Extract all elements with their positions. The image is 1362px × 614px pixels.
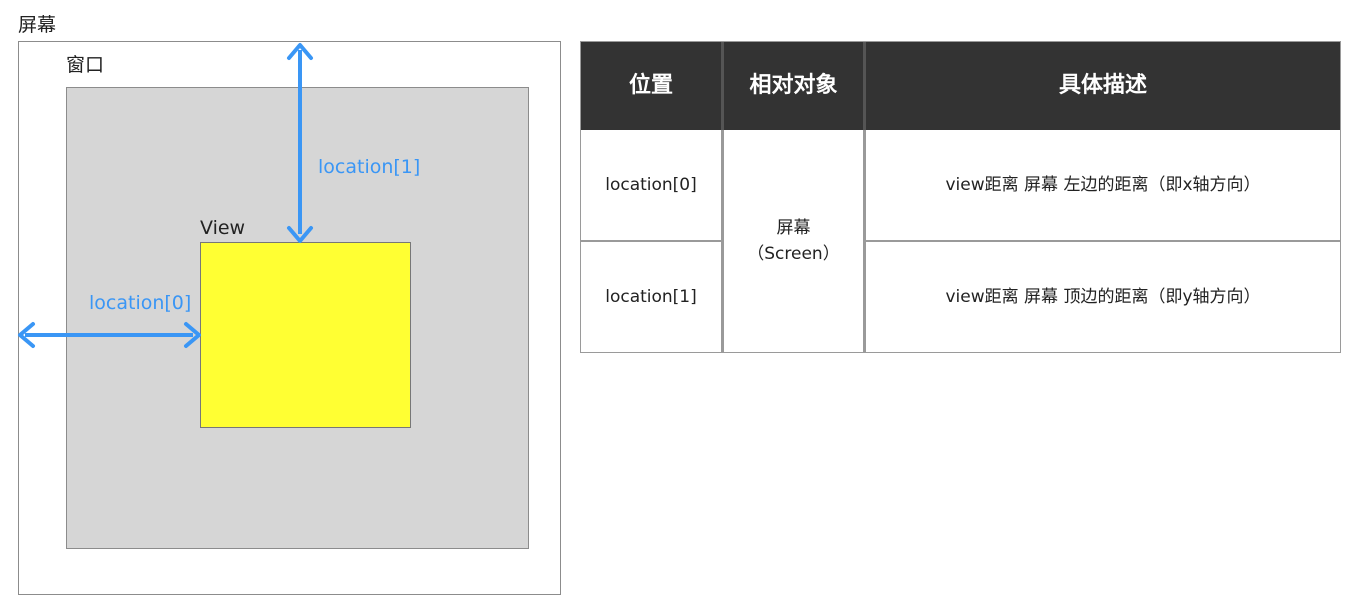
location-arrows xyxy=(18,43,313,348)
relative-object-line2: （Screen） xyxy=(747,244,840,264)
view-box xyxy=(200,242,411,428)
location0-label: location[0] xyxy=(89,292,192,314)
column-divider xyxy=(863,42,866,352)
column-divider xyxy=(721,42,724,352)
view-label: View xyxy=(200,217,246,239)
header-divider xyxy=(721,42,724,130)
header-description: 具体描述 xyxy=(866,42,1340,130)
table-row-0-position: location[0] xyxy=(605,175,697,195)
screen-label: 屏幕 xyxy=(18,14,57,36)
table-row-1-position: location[1] xyxy=(605,287,697,307)
table-row-0-description: view距离 屏幕 左边的距离（即x轴方向） xyxy=(945,175,1261,195)
row-divider xyxy=(866,240,1340,242)
window-label: 窗口 xyxy=(66,54,105,76)
location0-arrow xyxy=(18,322,201,348)
location1-arrow xyxy=(287,43,313,243)
row-divider xyxy=(581,240,721,242)
header-divider xyxy=(863,42,866,130)
relative-object-line1: 屏幕 xyxy=(776,218,811,238)
location-table: 位置 相对对象 具体描述 location[0] view距离 屏幕 左边的距离… xyxy=(580,41,1341,353)
relative-object-cell: 屏幕 （Screen） xyxy=(724,130,863,352)
table-row-1-description: view距离 屏幕 顶边的距离（即y轴方向） xyxy=(945,287,1261,307)
location1-label: location[1] xyxy=(318,156,421,178)
header-position: 位置 xyxy=(581,42,721,130)
header-relative-object: 相对对象 xyxy=(724,42,863,130)
